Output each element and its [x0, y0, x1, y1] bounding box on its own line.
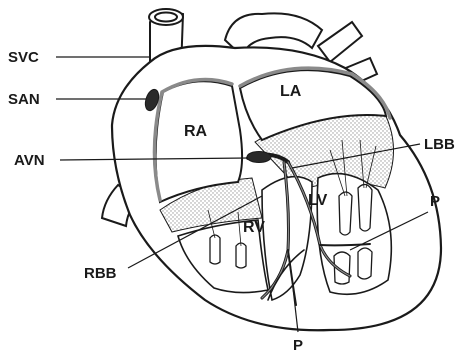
label-svc: SVC: [8, 49, 39, 66]
label-la: LA: [280, 83, 302, 100]
label-rbb: RBB: [84, 265, 117, 282]
label-lbb: LBB: [424, 136, 455, 153]
label-san: SAN: [8, 91, 40, 108]
atrioventricular-node: [247, 152, 271, 163]
label-lv: LV: [308, 192, 328, 209]
label-p-bottom: P: [293, 337, 303, 354]
svc-opening-inner: [155, 13, 177, 22]
label-p-right: P: [430, 193, 440, 210]
label-rv: RV: [243, 219, 265, 236]
right-atrium: [156, 81, 242, 202]
label-avn: AVN: [14, 152, 45, 169]
pulmonary-vein-upper: [318, 22, 362, 62]
label-ra: RA: [184, 123, 208, 140]
